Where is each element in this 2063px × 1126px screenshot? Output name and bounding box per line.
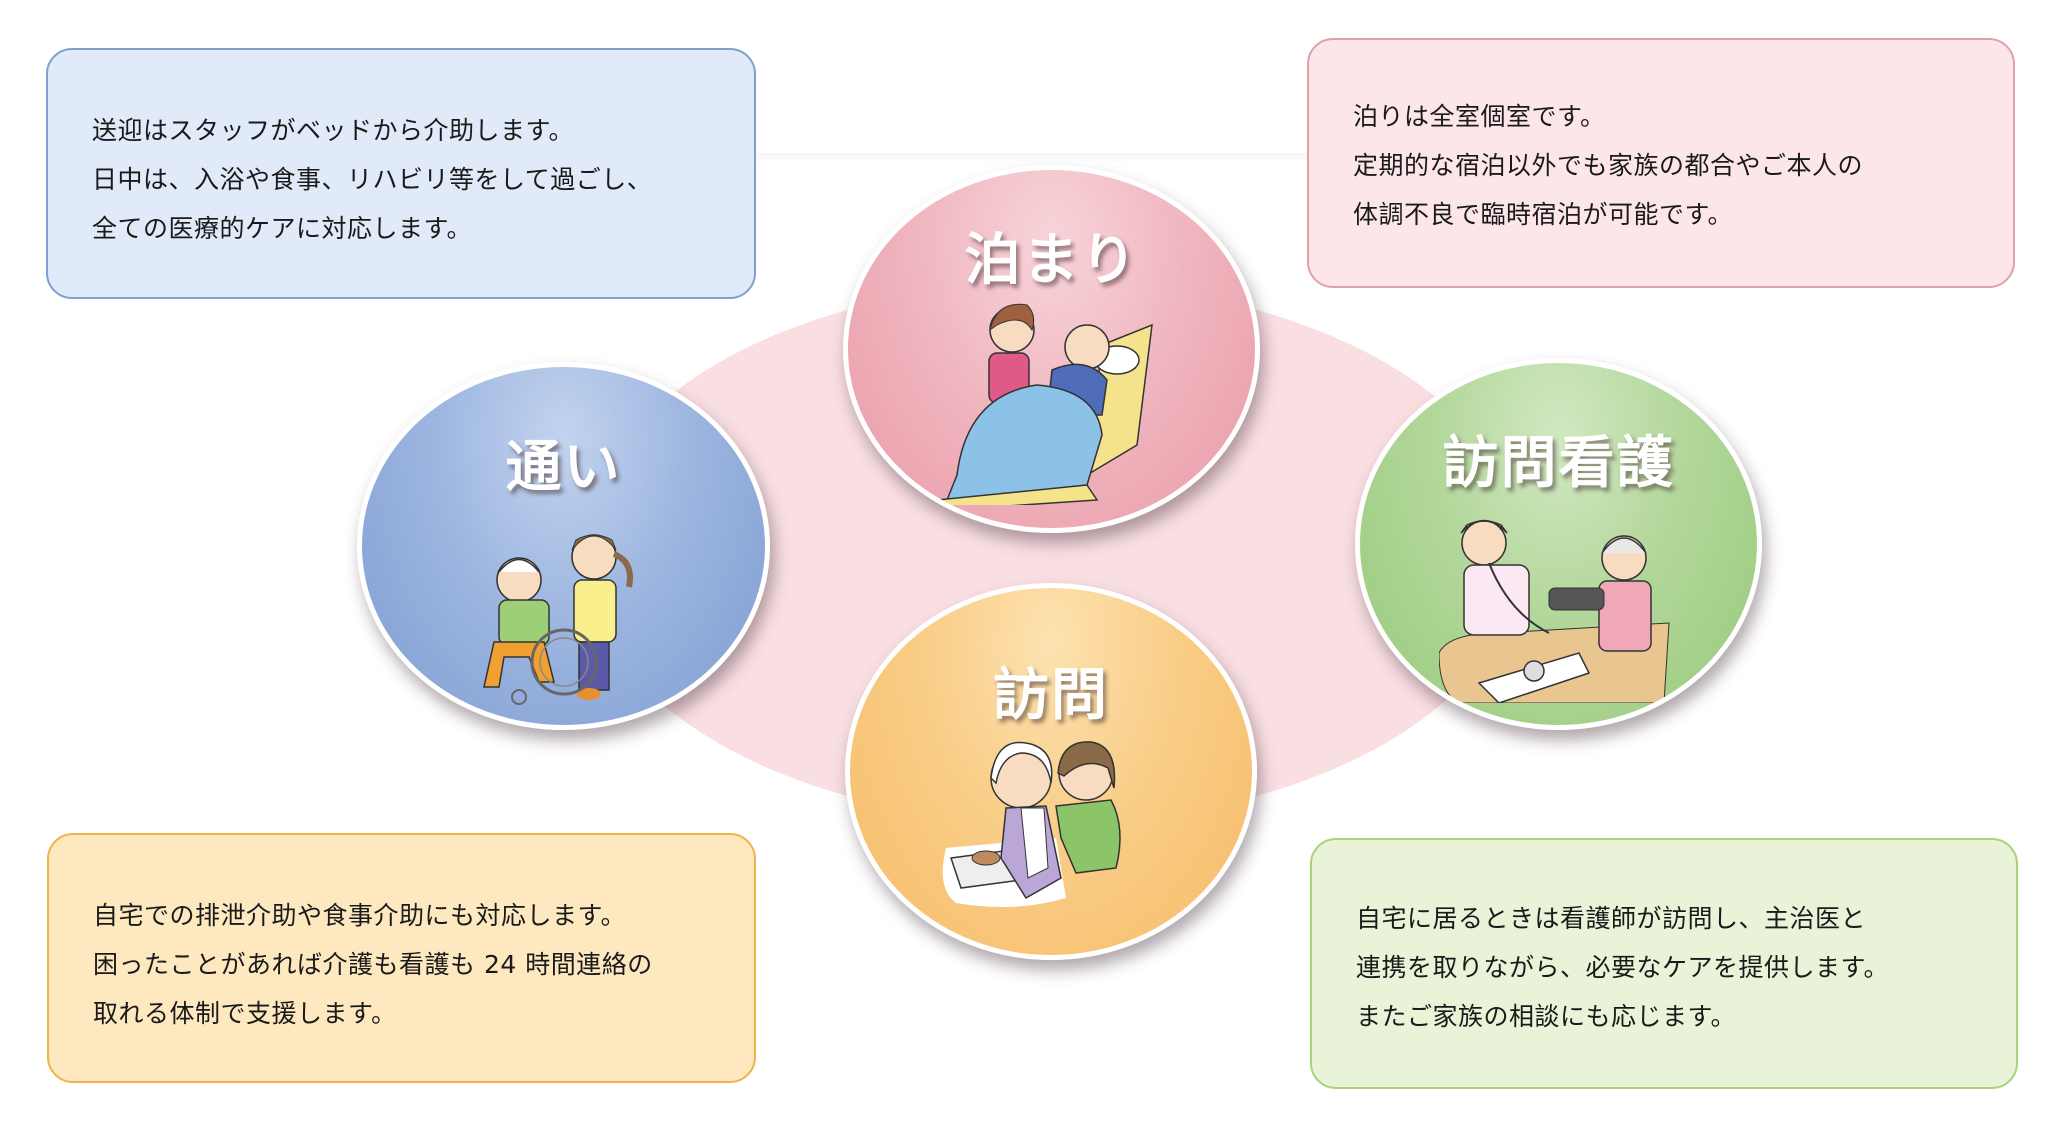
tomari-circle: 泊まり xyxy=(843,165,1260,533)
houmon-description-line: 困ったことがあれば介護も看護も 24 時間連絡の xyxy=(93,950,653,979)
wheelchair-caregiver-illustration-icon xyxy=(482,534,633,705)
tomari-title: 泊まり xyxy=(964,228,1139,293)
houmon-title: 訪問 xyxy=(993,663,1109,728)
kayoi-description-line: 全ての医療的ケアに対応します。 xyxy=(92,214,473,243)
nurse-blood-pressure-illustration-icon xyxy=(1438,519,1670,703)
houmon-kango-title: 訪問看護 xyxy=(1442,431,1675,496)
tomari-description-line: 体調不良で臨時宿泊が可能です。 xyxy=(1353,200,1734,229)
kayoi-description-line: 送迎はスタッフがベッドから介助します。 xyxy=(92,116,575,145)
tomari-description-line: 定期的な宿泊以外でも家族の都合やご本人の xyxy=(1353,151,1864,180)
meal-assist-illustration-icon xyxy=(942,741,1121,907)
houmon-kango-description-line: 連携を取りながら、必要なケアを提供します。 xyxy=(1356,953,1890,982)
houmon-description-box: 自宅での排泄介助や食事介助にも対応します。 困ったことがあれば介護も看護も 24… xyxy=(47,833,756,1083)
houmon-circle: 訪問 xyxy=(845,583,1257,960)
houmon-kango-description-line: 自宅に居るときは看護師が訪問し、主治医と xyxy=(1356,904,1867,933)
bed-care-illustration-icon xyxy=(934,303,1153,505)
houmon-description-line: 自宅での排泄介助や食事介助にも対応します。 xyxy=(93,901,627,930)
houmon-description-line: 取れる体制で支援します。 xyxy=(93,999,397,1028)
kayoi-description-line: 日中は、入浴や食事、リハビリ等をして過ごし、 xyxy=(92,165,653,194)
houmon-kango-description-box: 自宅に居るときは看護師が訪問し、主治医と 連携を取りながら、必要なケアを提供しま… xyxy=(1310,838,2018,1089)
tomari-description-line: 泊りは全室個室です。 xyxy=(1353,102,1606,131)
tomari-description-box: 泊りは全室個室です。 定期的な宿泊以外でも家族の都合やご本人の 体調不良で臨時宿… xyxy=(1307,38,2015,288)
kayoi-circle: 通い xyxy=(357,362,770,730)
houmon-kango-circle: 訪問看護 xyxy=(1355,358,1762,730)
kayoi-description-box: 送迎はスタッフがベッドから介助します。 日中は、入浴や食事、リハビリ等をして過ご… xyxy=(46,48,756,299)
houmon-kango-description-line: またご家族の相談にも応じます。 xyxy=(1356,1002,1737,1031)
kayoi-title: 通い xyxy=(505,435,622,500)
